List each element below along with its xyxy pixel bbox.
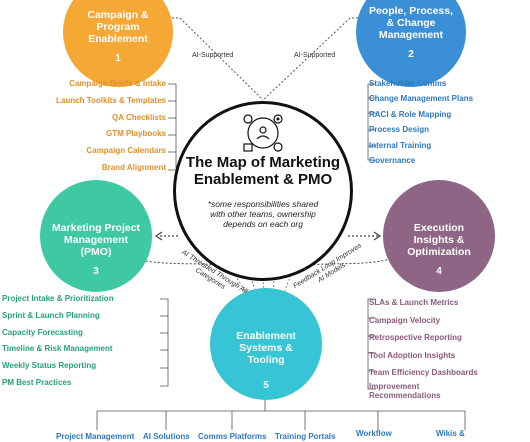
node-title: People, Process, & Change Management [368,5,454,41]
list-item: Team Efficiency Dashboards [369,368,478,378]
ownership-note: *some responsibilities shared with other… [207,199,319,229]
node-number: 4 [436,266,442,277]
node-number: 3 [93,266,99,277]
list-campaign-enablement: Campaign Briefs & Intake Launch Toolkits… [10,76,166,177]
list-item: PM Best Practices [2,377,72,387]
bracket-node3 [160,298,169,387]
list-item: Weekly Status Reporting [2,361,97,371]
list-item: Governance [369,156,416,166]
page-title: The Map of Marketing Enablement & PMO [176,154,350,188]
list-item: Project Intake & Prioritization [2,294,114,303]
node-number: 1 [115,53,121,64]
system-workflow: Workflow [356,429,392,438]
ai-supported-left-label: AI-Supported [192,52,234,59]
list-item: Timeline & Risk Management [2,344,113,354]
system-comms-platforms: Comms Platforms [198,432,267,441]
bracket-node1 [168,83,177,171]
list-item: Retrospective Reporting [369,333,462,343]
list-item: QA Checklists [112,112,166,122]
system-ai-solutions: AI Solutions [143,432,190,441]
title-line-2: Enablement & PMO [193,171,333,188]
list-item: Brand Alignment [101,162,166,172]
system-training-portals: Training Portals [275,432,336,441]
center-hub: The Map of Marketing Enablement & PMO *s… [173,101,353,281]
bracket-node5 [96,398,466,430]
node-title: Campaign & Program Enablement [87,9,149,45]
system-project-management: Project Management [56,432,135,441]
node-title: Marketing Project Management (PMO) [51,222,141,258]
list-item: Improvement Recommendations [369,381,441,400]
arrow-left-icon [154,231,163,241]
node-title: Execution Insights & Optimization [407,222,471,258]
list-item: Internal Training [369,140,432,150]
node-execution-insights: Execution Insights & Optimization 4 [383,180,495,292]
list-pmo: Project Intake & Prioritization Sprint &… [2,291,158,392]
node-people-process-change: People, Process, & Change Management 2 [356,0,466,87]
list-item: Tool Adoption Insights [369,350,456,360]
list-item: Process Design [369,125,430,135]
arrow-right-icon [373,231,382,241]
connector-ai-left [172,17,264,101]
node-marketing-pmo: Marketing Project Management (PMO) 3 [40,180,152,292]
list-item: Campaign Calendars [86,146,166,156]
list-item: Capacity Forecasting [2,327,83,337]
system-wikis: Wikis & [436,429,465,438]
ai-supported-right-label: AI-Supported [294,52,336,59]
team-icon [243,114,283,152]
node-enablement-systems: Enablement Systems & Tooling 5 [210,288,322,400]
connector-ai-right [262,17,358,101]
node-campaign-program-enablement: Campaign & Program Enablement 1 [63,0,173,87]
bracket-node4 [367,298,376,390]
node-title: Enablement Systems & Tooling [236,330,296,366]
list-item: Sprint & Launch Planning [2,310,100,320]
list-execution-insights: SLAs & Launch Metrics Campaign Velocity … [369,294,527,400]
list-people-process: Stakeholder Comms Change Management Plan… [369,76,527,168]
list-item: Launch Toolkits & Templates [56,95,166,105]
list-item: RACI & Role Mapping [369,109,452,119]
list-item: Campaign Briefs & Intake [69,79,166,88]
bracket-node2 [367,83,376,161]
title-line-1: The Map of Marketing [185,154,341,171]
list-item: Change Management Plans [369,94,474,104]
node-number: 5 [263,380,269,391]
list-item: GTM Playbooks [105,129,166,139]
list-item: SLAs & Launch Metrics [369,298,459,307]
list-item: Campaign Velocity [369,315,441,325]
list-item: Stakeholder Comms [369,79,447,88]
node-number: 2 [408,49,414,60]
